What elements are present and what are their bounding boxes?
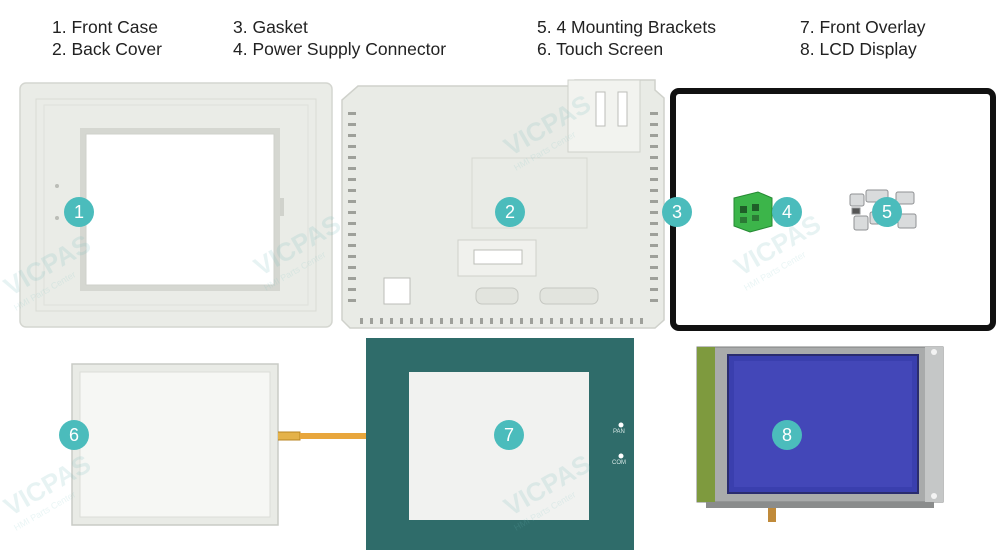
- badge-6: 6: [59, 420, 89, 450]
- vent-slot: [650, 145, 658, 148]
- vent-slot: [620, 318, 623, 324]
- legend-touch-screen: 6. Touch Screen: [537, 39, 664, 59]
- legend-power-supply-connector: 4. Power Supply Connector: [233, 39, 447, 59]
- vent-slot: [400, 318, 403, 324]
- vent-slot: [348, 211, 356, 214]
- vent-slot: [650, 200, 658, 203]
- vent-slot: [650, 167, 658, 170]
- vent-slot: [600, 318, 603, 324]
- vent-slot: [650, 266, 658, 269]
- vent-slot: [470, 318, 473, 324]
- vent-slot: [650, 189, 658, 192]
- vent-slot: [650, 277, 658, 280]
- badge-8: 8: [772, 420, 802, 450]
- vent-slot: [348, 189, 356, 192]
- vent-slot: [440, 318, 443, 324]
- legend-gasket: 3. Gasket: [233, 17, 308, 37]
- vent-slot: [570, 318, 573, 324]
- overlay-label-com: COM: [612, 460, 626, 466]
- vent-slot: [348, 145, 356, 148]
- vent-slot: [590, 318, 593, 324]
- vent-slot: [460, 318, 463, 324]
- vent-slot: [420, 318, 423, 324]
- vent-slot: [348, 222, 356, 225]
- vent-slot: [348, 266, 356, 269]
- legend-front-case: 1. Front Case: [52, 17, 159, 37]
- vent-slot: [348, 134, 356, 137]
- vent-slot: [348, 112, 356, 115]
- badge-2: 2: [495, 197, 525, 227]
- vent-slot: [640, 318, 643, 324]
- vent-slot: [650, 123, 658, 126]
- vent-slot: [348, 178, 356, 181]
- vent-slot: [430, 318, 433, 324]
- vent-slot: [348, 167, 356, 170]
- legend-back-cover: 2. Back Cover: [52, 39, 162, 59]
- vent-slot: [650, 299, 658, 302]
- vent-slot: [650, 222, 658, 225]
- vent-slot: [360, 318, 363, 324]
- vent-slot: [348, 233, 356, 236]
- badge-4: 4: [772, 197, 802, 227]
- power-supply-connector: [733, 191, 773, 233]
- legend-mounting-brackets: 5. 4 Mounting Brackets: [537, 17, 716, 37]
- vent-slot: [650, 178, 658, 181]
- badge-3: 3: [662, 197, 692, 227]
- lcd-display: [696, 346, 944, 522]
- legend-lcd-display: 8. LCD Display: [800, 39, 917, 59]
- touch-screen: [71, 363, 456, 526]
- vent-slot: [370, 318, 373, 324]
- vent-slot: [390, 318, 393, 324]
- vent-slot: [530, 318, 533, 324]
- badge-1: 1: [64, 197, 94, 227]
- vent-slot: [560, 318, 563, 324]
- vent-slot: [650, 233, 658, 236]
- vent-slot: [550, 318, 553, 324]
- vent-slot: [540, 318, 543, 324]
- legend-front-overlay: 7. Front Overlay: [800, 17, 926, 37]
- vent-slot: [348, 299, 356, 302]
- front-case: [19, 82, 333, 328]
- vent-slot: [380, 318, 383, 324]
- vent-slot: [480, 318, 483, 324]
- vent-slot: [450, 318, 453, 324]
- vent-slot: [650, 134, 658, 137]
- vent-slot: [650, 244, 658, 247]
- vent-slot: [348, 244, 356, 247]
- vent-slot: [348, 255, 356, 258]
- vent-slot: [348, 288, 356, 291]
- vent-slot: [630, 318, 633, 324]
- vent-slot: [348, 156, 356, 159]
- vent-slot: [650, 211, 658, 214]
- vent-slot: [650, 156, 658, 159]
- vent-slot: [500, 318, 503, 324]
- vent-slot: [510, 318, 513, 324]
- vent-slot: [410, 318, 413, 324]
- gasket: [670, 88, 996, 331]
- vent-slot: [348, 200, 356, 203]
- vent-slot: [348, 277, 356, 280]
- vent-slot: [650, 288, 658, 291]
- vent-slot: [580, 318, 583, 324]
- vent-slot: [490, 318, 493, 324]
- overlay-label-pan: PAN: [613, 429, 625, 435]
- vent-slot: [348, 123, 356, 126]
- badge-7: 7: [494, 420, 524, 450]
- vent-slot: [650, 112, 658, 115]
- vent-slot: [520, 318, 523, 324]
- vent-slot: [650, 255, 658, 258]
- badge-5: 5: [872, 197, 902, 227]
- vent-slot: [610, 318, 613, 324]
